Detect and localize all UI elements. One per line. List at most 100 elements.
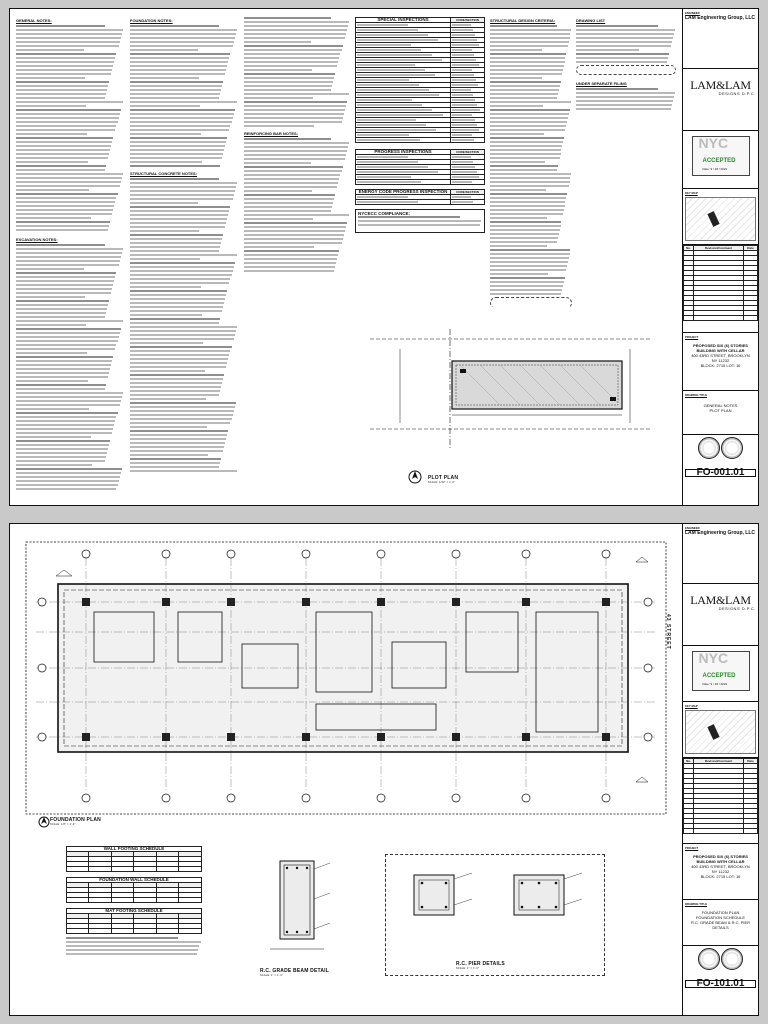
stamp-status: ACCEPTED <box>702 158 736 164</box>
key-map-section: KEY MAP <box>683 189 758 245</box>
table-cell <box>110 928 135 934</box>
text-line <box>576 53 669 55</box>
text-line <box>16 396 122 398</box>
text-line <box>576 96 674 98</box>
text-line <box>490 29 572 31</box>
text-line <box>130 186 236 188</box>
text-line <box>130 81 223 83</box>
text-line <box>16 320 123 322</box>
wall-footing-rows <box>66 851 202 872</box>
text-line <box>16 145 112 147</box>
text-line <box>357 119 416 121</box>
text-line <box>16 476 120 478</box>
text-line <box>130 121 232 123</box>
text-line <box>16 384 106 386</box>
text-line <box>357 156 408 158</box>
sheet2-title-2: FOUNDATION SCHEDULE <box>695 915 746 920</box>
text-line <box>244 206 332 208</box>
text-line <box>130 53 231 55</box>
street-label: 43 STREET <box>665 614 671 650</box>
text-line <box>490 45 568 47</box>
project-address-1-2: 400 43RD STREET, BROOKLYN <box>691 864 750 869</box>
text-line <box>130 93 220 95</box>
text-line <box>16 133 88 135</box>
foundation-plan-scale: SCALE: 1/8" = 1'-0" <box>50 823 76 826</box>
text-line <box>490 289 563 291</box>
text-line <box>130 61 229 63</box>
text-line <box>244 101 347 103</box>
text-line <box>16 177 122 179</box>
text-line <box>130 242 221 244</box>
table-cell <box>66 928 90 934</box>
drawing-sheet-fo-101: FOUNDATION PLAN SCALE: 1/8" = 1'-0" 43 S… <box>9 523 759 1016</box>
text-line <box>16 129 116 131</box>
text-line <box>452 54 475 56</box>
text-line <box>452 29 473 31</box>
text-line <box>16 201 116 203</box>
text-line <box>16 296 86 298</box>
text-line <box>576 57 668 59</box>
text-line <box>490 245 548 247</box>
text-line <box>130 198 233 200</box>
seal-section: FO-001.01 <box>683 435 758 505</box>
text-line <box>130 254 237 256</box>
text-line <box>130 274 232 276</box>
text-line <box>357 176 412 178</box>
text-line <box>452 161 473 163</box>
text-line <box>16 452 107 454</box>
text-line <box>130 318 220 320</box>
project-section: PROJECT PROPOSED SIX (6) STORIES BUILDIN… <box>683 333 758 391</box>
text-line <box>130 202 199 204</box>
text-line <box>16 157 108 159</box>
text-line <box>130 214 229 216</box>
separate-filing-body <box>576 88 676 110</box>
text-line <box>244 61 339 63</box>
text-line <box>130 338 234 340</box>
text-line <box>16 149 110 151</box>
text-line <box>490 57 566 59</box>
engineer-name-2: LAM Engineering Group, LLC <box>685 530 755 536</box>
text-line <box>490 73 563 75</box>
sheet-number: FO-001.01 <box>685 468 756 478</box>
text-line <box>452 124 477 126</box>
text-line <box>357 129 437 131</box>
schedule-notes <box>66 937 202 955</box>
text-line <box>490 265 568 267</box>
text-line <box>130 238 222 240</box>
stamp-nyc: NYC <box>698 135 729 151</box>
text-line <box>130 125 231 127</box>
text-line <box>357 44 412 46</box>
text-line <box>130 210 230 212</box>
text-line <box>16 276 116 278</box>
table-cell <box>450 179 485 185</box>
text-line <box>244 198 335 200</box>
special-inspections-rows <box>355 22 485 143</box>
text-line <box>130 85 222 87</box>
ra-seal <box>720 437 743 459</box>
design-criteria-cloud <box>490 297 572 307</box>
text-line <box>16 161 89 163</box>
text-line <box>452 44 480 46</box>
text-line <box>130 294 227 296</box>
architect-section: LAM&LAM DESIGNS D.P.C. <box>683 69 758 131</box>
text-line <box>576 92 675 94</box>
text-line <box>16 244 105 246</box>
text-line <box>130 49 199 51</box>
text-line <box>576 25 658 27</box>
table-cell <box>133 928 157 934</box>
text-line <box>452 69 472 71</box>
architect-sub-2: DESIGNS D.P.C. <box>718 606 756 611</box>
text-line <box>130 133 202 135</box>
text-line <box>16 45 119 47</box>
key-map-2 <box>685 710 756 754</box>
text-line <box>130 270 233 272</box>
text-line <box>16 105 87 107</box>
drawing-list-body <box>576 25 676 63</box>
drawing-list-cloud <box>576 65 676 75</box>
text-line <box>130 218 228 220</box>
text-line <box>130 414 233 416</box>
text-line <box>490 153 561 155</box>
text-line <box>244 254 339 256</box>
engineer-label-2: ENGINEER <box>685 526 700 530</box>
text-line <box>357 74 436 76</box>
